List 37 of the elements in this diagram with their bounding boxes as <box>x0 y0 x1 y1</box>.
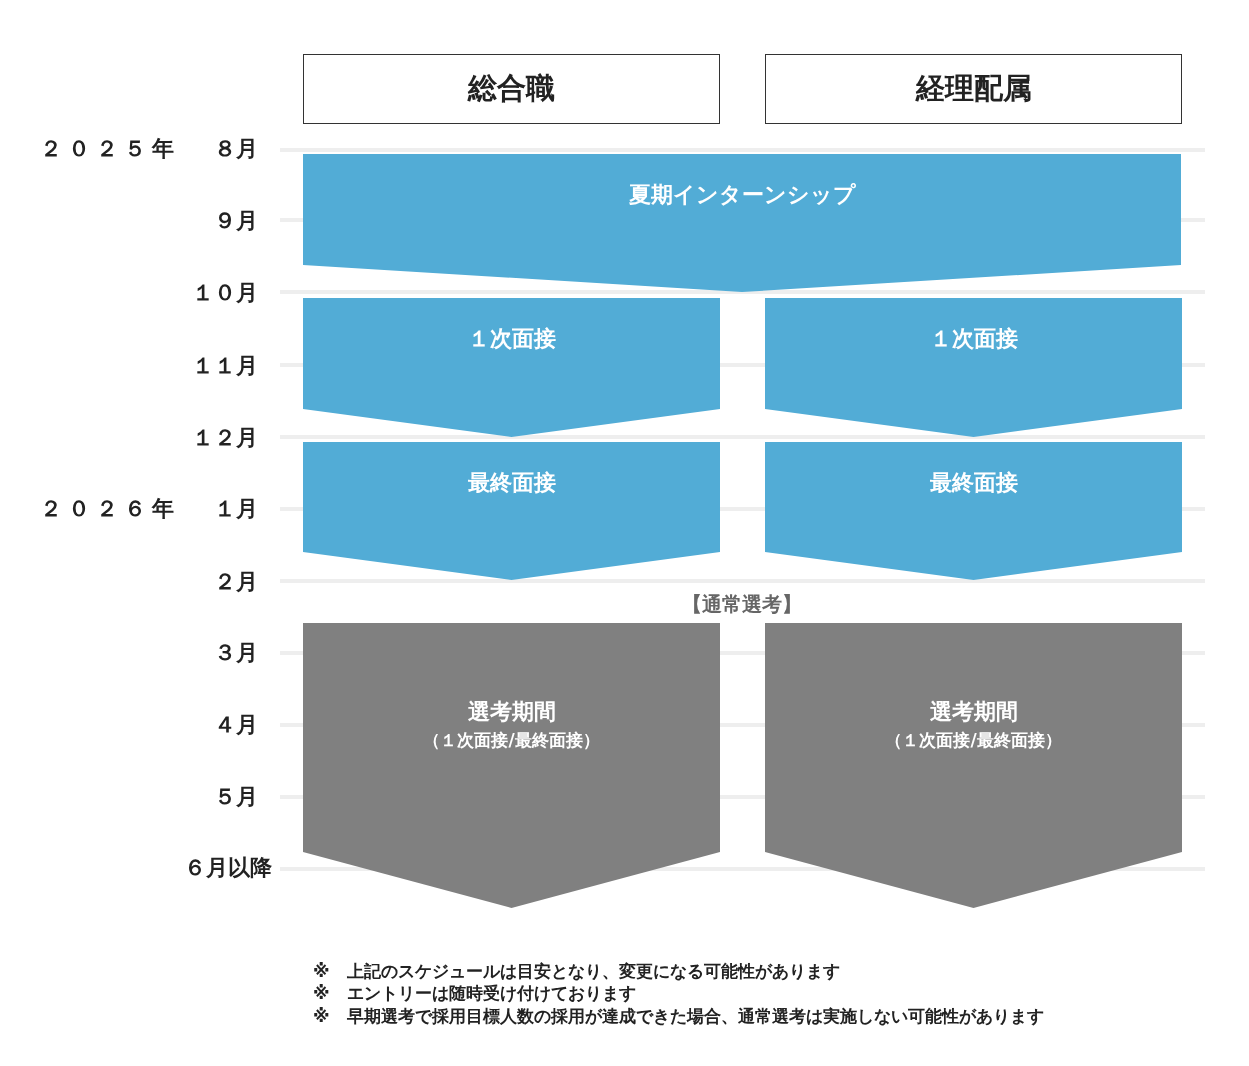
chevron-stage <box>765 442 1182 580</box>
column-header-box <box>303 54 720 124</box>
month-label: １１月 <box>192 352 258 381</box>
month-label: ５月 <box>214 783 258 812</box>
month-label: ９月 <box>214 207 258 236</box>
stage-label: 最終面接 <box>928 469 1019 497</box>
chevron-stage <box>303 442 720 580</box>
chevron-stage <box>765 623 1182 908</box>
chevron-stage <box>765 298 1182 437</box>
chevron-stage <box>303 154 1181 292</box>
stage-note: （１次面接/最終面接） <box>422 729 601 752</box>
stage-note: （１次面接/最終面接） <box>884 729 1063 752</box>
chevron-stage <box>303 298 720 437</box>
month-label: ３月 <box>214 639 258 668</box>
month-label: １２月 <box>192 424 258 453</box>
stage-label: 夏期インターンシップ <box>627 181 857 209</box>
footnote: ※ 上記のスケジュールは目安となり、変更になる可能性があります <box>313 960 840 984</box>
month-label: １月 <box>214 495 258 524</box>
chevron-stage <box>303 623 720 908</box>
section-label: 【通常選考】 <box>682 590 802 618</box>
stage-label: 選考期間 <box>466 698 557 726</box>
footnote: ※ 早期選考で採用目標人数の採用が達成できた場合、通常選考は実施しない可能性があります <box>313 1005 1044 1029</box>
footnote: ※ エントリーは随時受け付けております <box>313 982 636 1006</box>
year-label: ２０２５年 <box>40 135 180 164</box>
stage-label: １次面接 <box>466 325 557 353</box>
month-label: １０月 <box>192 279 258 308</box>
month-label: ４月 <box>214 711 258 740</box>
stage-label: １次面接 <box>928 325 1019 353</box>
column-title: 経理配属 <box>915 70 1032 107</box>
month-label: ６月以降 <box>184 854 272 883</box>
stage-label: 最終面接 <box>466 469 557 497</box>
column-title: 総合職 <box>468 70 555 107</box>
stage-label: 選考期間 <box>928 698 1019 726</box>
month-label: ８月 <box>214 135 258 164</box>
column-header-box <box>765 54 1182 124</box>
year-label: ２０２６年 <box>40 495 180 524</box>
month-label: ２月 <box>214 568 258 597</box>
